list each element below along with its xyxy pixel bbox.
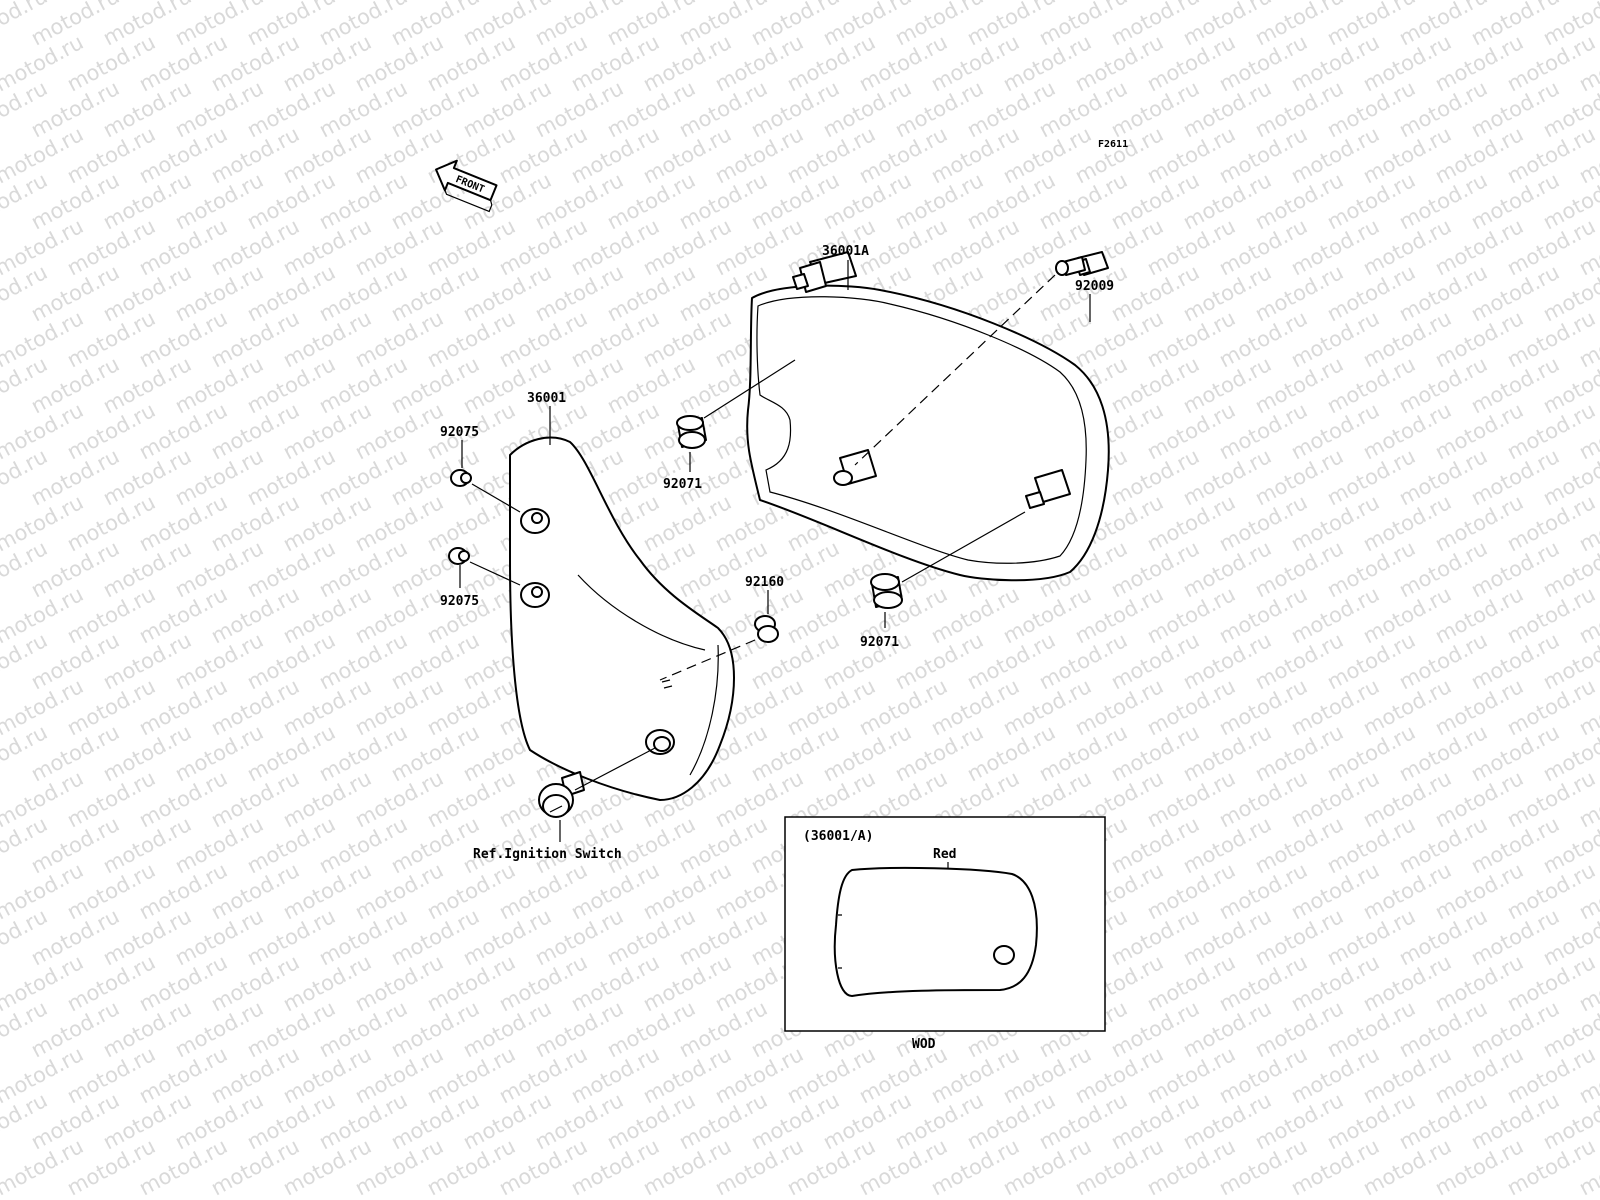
label-92071-lower: 92071 — [860, 635, 899, 650]
label-92075-upper: 92075 — [440, 425, 479, 440]
collar-92160 — [754, 615, 779, 643]
side-cover-left — [509, 436, 735, 801]
label-36001A: 36001A — [822, 244, 869, 259]
label-92009: 92009 — [1075, 279, 1114, 294]
watermark-text: motod.ru — [1575, 0, 1600, 4]
label-92075-lower: 92075 — [440, 594, 479, 609]
inset-color-label: Red — [933, 847, 956, 862]
grommet-92071-lower — [870, 573, 903, 609]
damper-92075-lower — [448, 547, 470, 565]
damper-92075-upper — [450, 469, 472, 487]
figure-code: F2611 — [1098, 139, 1128, 150]
front-arrow-icon: FRONT — [435, 159, 498, 213]
side-cover-right — [746, 251, 1110, 582]
bolt-92009 — [1055, 251, 1109, 276]
label-92071-upper: 92071 — [663, 477, 702, 492]
inset-variant-label: WOD — [912, 1037, 936, 1052]
inset-title: (36001/A) — [803, 829, 873, 844]
label-36001: 36001 — [527, 391, 566, 406]
grommet-92071-upper — [676, 415, 707, 449]
ignition-switch — [538, 771, 585, 818]
label-92160: 92160 — [745, 575, 784, 590]
color-variant-inset: (36001/A) Red WOD — [784, 816, 1106, 1052]
label-ignition-ref: Ref.Ignition Switch — [473, 847, 622, 862]
